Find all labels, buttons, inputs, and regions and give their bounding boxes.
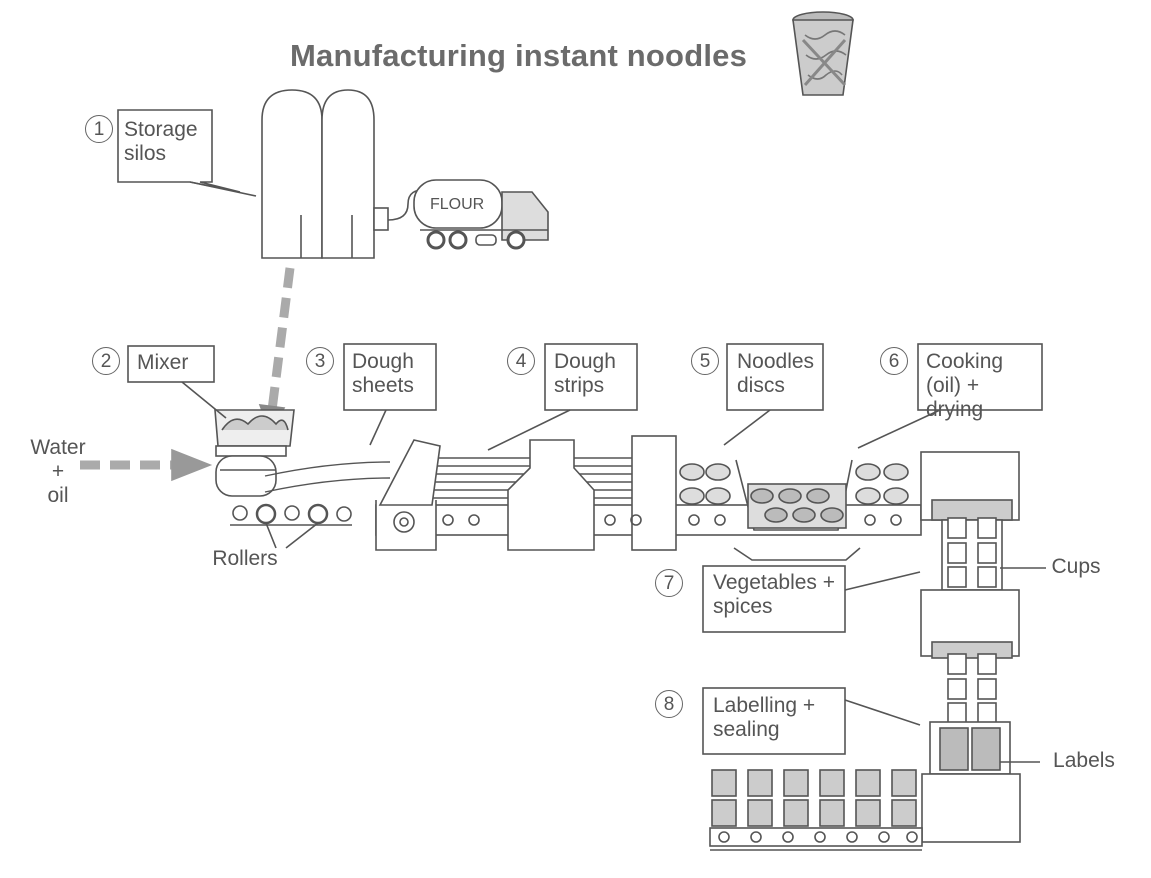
step-2-number: 2 (92, 347, 120, 375)
strip-press (507, 439, 595, 551)
fryer (733, 459, 861, 561)
dried-discs (855, 463, 909, 505)
step-7-number: 7 (655, 569, 683, 597)
step-4-number: 4 (507, 347, 535, 375)
bottom-conveyor (709, 827, 923, 851)
flour-flow-arrow (258, 267, 295, 434)
step-1-label: Storage silos (124, 118, 198, 165)
step-4-label: Dough strips (554, 350, 616, 397)
step-6-label: Cooking (oil) + drying (926, 350, 1004, 421)
water-label: Water (30, 436, 86, 459)
flour-truck (413, 179, 549, 250)
rollers-label: Rollers (212, 547, 278, 570)
step-2-label: Mixer (137, 351, 189, 374)
step-7-label: Vegetables + spices (713, 571, 836, 618)
flour-truck-label: FLOUR (430, 196, 485, 213)
disc-cutter (631, 435, 677, 551)
callouts (117, 109, 1043, 755)
cups-label: Cups (1051, 555, 1101, 578)
oil-label: oil (47, 484, 69, 507)
step-3-label: Dough sheets (352, 350, 414, 397)
cup-dispenser (920, 451, 1020, 591)
noodle-cup-icon (792, 11, 854, 96)
noodle-discs (679, 463, 731, 505)
mixer (214, 409, 295, 497)
step-6-number: 6 (880, 347, 908, 375)
step-1-number: 1 (85, 115, 113, 143)
step-5-label: Noodles discs (737, 350, 815, 397)
storage-silos (261, 89, 429, 259)
labelling-station (921, 721, 1021, 843)
step-8-number: 8 (655, 690, 683, 718)
plus-label: + (51, 460, 65, 483)
main-conveyor-wheels (442, 514, 902, 526)
rollers (230, 461, 391, 549)
labels-label: Labels (1053, 749, 1115, 772)
label-pointers (1000, 567, 1046, 763)
diagram-title: Manufacturing instant noodles (290, 38, 748, 73)
finished-cups (711, 769, 917, 827)
water-oil-arrow (80, 448, 213, 482)
cutter-machine (375, 439, 441, 551)
filling-station (920, 589, 1020, 724)
step-8-label: Labelling + sealing (713, 694, 816, 741)
step-3-number: 3 (306, 347, 334, 375)
step-5-number: 5 (691, 347, 719, 375)
